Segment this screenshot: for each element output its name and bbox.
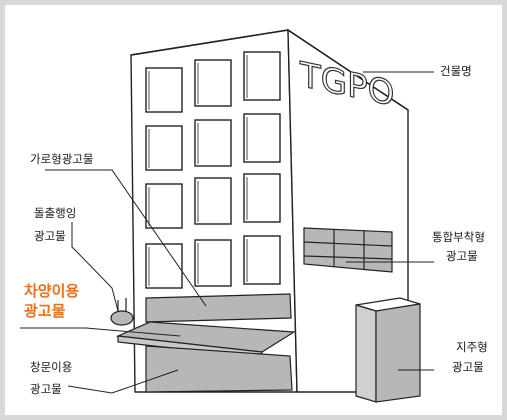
storefront-sign-band — [145, 293, 292, 323]
label-protruding-line1: 돌출행잉 — [34, 206, 77, 220]
leader-lines — [20, 71, 434, 394]
label-building-name: 건물명 — [440, 64, 472, 78]
label-window-line1: 창문이용 — [30, 360, 73, 374]
label-integrated-line1: 통합부착형 — [432, 230, 485, 244]
building-roof — [130, 29, 409, 111]
label-window-line2: 광고물 — [30, 382, 62, 396]
integrated-panel — [303, 227, 393, 273]
pillar-sign — [355, 297, 421, 403]
hanging-sign — [110, 298, 134, 326]
window-grid — [145, 51, 281, 289]
label-pillar-line2: 광고물 — [452, 360, 484, 374]
label-vehicle-line1: 차양이용 — [24, 282, 80, 300]
label-vehicle-line2: 광고물 — [24, 302, 66, 320]
label-protruding-line2: 광고물 — [34, 229, 66, 243]
window-ad-panel — [145, 345, 293, 393]
label-street-ad: 가로형광고물 — [30, 152, 94, 166]
label-integrated-line2: 광고물 — [446, 249, 478, 263]
label-pillar-line1: 지주형 — [456, 340, 488, 354]
